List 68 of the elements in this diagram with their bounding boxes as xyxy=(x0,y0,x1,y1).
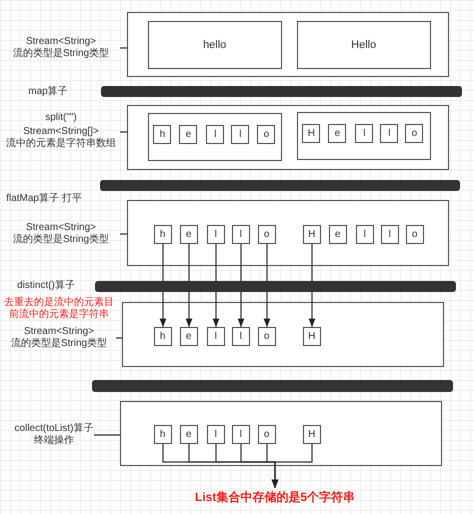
stage-box xyxy=(120,401,442,466)
character-box: o xyxy=(405,124,424,144)
character-box: l xyxy=(380,224,399,244)
character-box: e xyxy=(180,326,198,346)
leader-line xyxy=(120,47,127,49)
character-box: l xyxy=(232,224,250,244)
character-box: l xyxy=(206,326,225,346)
character-box: l xyxy=(355,124,374,144)
leader-line xyxy=(94,434,120,436)
leader-line xyxy=(120,233,127,235)
character-box: e xyxy=(180,224,198,244)
operator-label: flatMap算子 打平 xyxy=(5,193,83,205)
divider-bar xyxy=(92,380,453,392)
character-box: h xyxy=(154,224,172,244)
character-box: o xyxy=(257,125,276,144)
character-box: l xyxy=(232,424,250,444)
character-box: h xyxy=(154,424,172,444)
arrow xyxy=(160,244,166,327)
character-box: H xyxy=(302,326,321,346)
leader-line xyxy=(120,131,127,133)
stage-label: collect(toList)算子终端操作 xyxy=(14,423,94,447)
string-box: hello xyxy=(148,20,282,69)
arrow xyxy=(212,244,220,327)
string-box: Hello xyxy=(296,20,431,69)
arrow xyxy=(186,244,192,327)
character-box: h xyxy=(153,125,172,144)
stage-box xyxy=(148,112,282,161)
character-box: e xyxy=(179,125,198,144)
arrow xyxy=(308,244,316,327)
character-box: l xyxy=(356,224,374,244)
character-box: H xyxy=(302,424,321,444)
stage-label: Stream<String> 流的类型是String类型 xyxy=(12,36,110,60)
stage-box xyxy=(296,112,431,160)
divider-bar xyxy=(101,86,462,97)
divider-bar xyxy=(95,281,456,292)
stage-label: Stream<String> 流的类型是String类型 xyxy=(12,222,110,246)
stage-label: Stream<String> 流的类型是String类型 xyxy=(10,326,108,350)
stage-box xyxy=(127,105,449,170)
character-box: H xyxy=(302,124,320,144)
character-box: h xyxy=(154,326,172,346)
stage-box xyxy=(122,302,444,367)
character-box: o xyxy=(406,224,424,244)
result-note: List集合中存储的是5个字符串 xyxy=(194,489,355,505)
character-box: l xyxy=(206,224,225,244)
character-box: l xyxy=(380,124,398,144)
operator-label: distinct()算子 xyxy=(16,280,76,292)
arrow xyxy=(238,244,244,327)
character-box: l xyxy=(206,125,224,144)
leader-line xyxy=(116,337,122,339)
arrow xyxy=(272,444,313,488)
stage-box xyxy=(127,200,449,266)
character-box: e xyxy=(328,224,347,244)
divider-bar xyxy=(100,180,460,191)
stage-label: Stream<String[]> 流中的元素是字符串数组 xyxy=(5,126,117,150)
stage-box xyxy=(127,12,449,77)
character-box: o xyxy=(258,224,276,244)
character-box: l xyxy=(206,424,225,444)
note-text: 去重去的是流中的元素目前流中的元素是字符串 xyxy=(3,297,115,321)
character-box: l xyxy=(232,326,250,346)
character-box: o xyxy=(258,424,276,444)
note-text: map算子 xyxy=(27,86,69,98)
character-box: e xyxy=(180,424,198,444)
character-box: l xyxy=(231,125,250,144)
arrow xyxy=(264,244,270,327)
character-box: o xyxy=(258,326,276,346)
character-box: e xyxy=(328,124,346,144)
character-box: H xyxy=(302,224,321,244)
stage-label: split("") xyxy=(45,112,77,124)
